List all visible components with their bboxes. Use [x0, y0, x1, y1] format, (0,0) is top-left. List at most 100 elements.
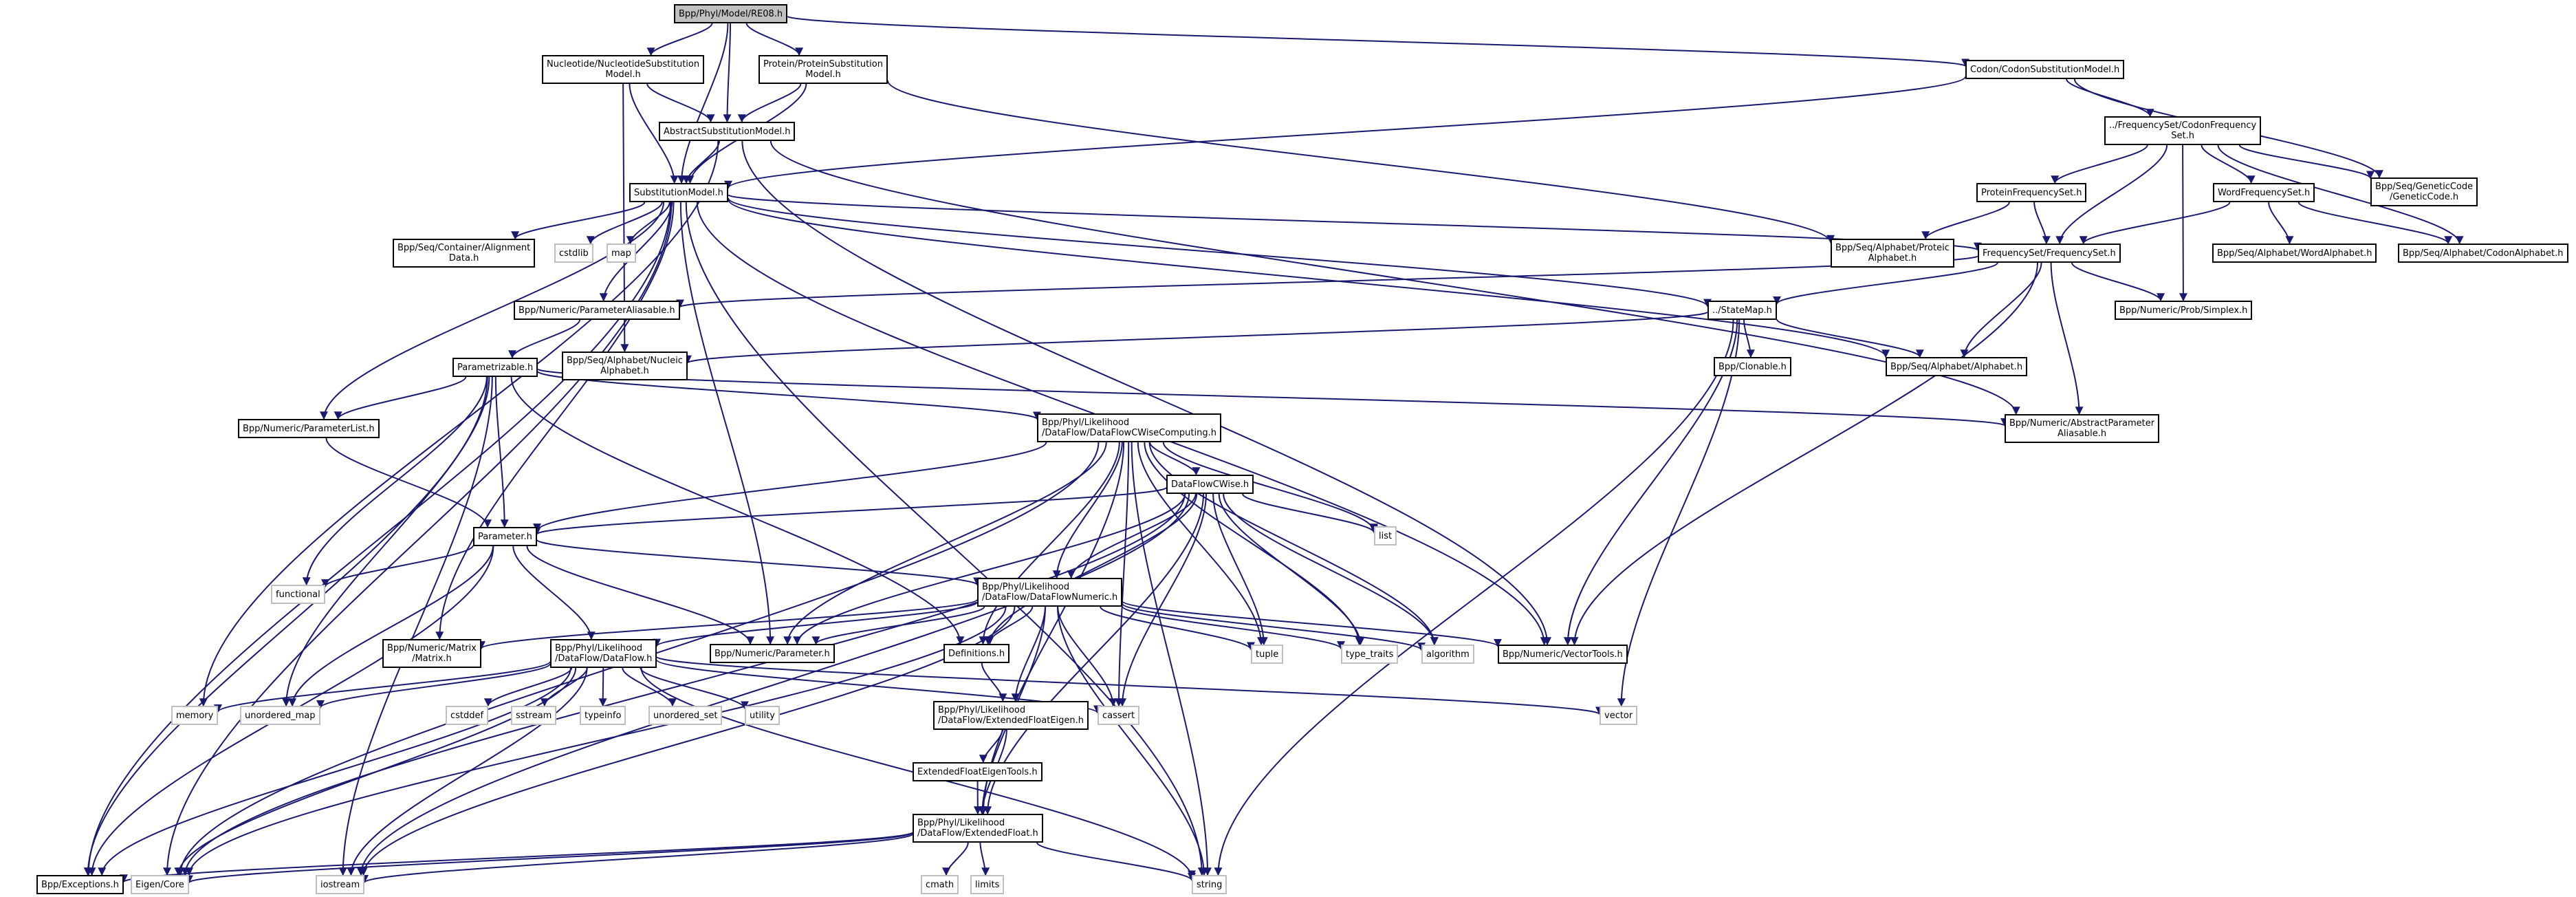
node-word-frequency-set[interactable]: WordFrequencySet.h — [2213, 183, 2315, 202]
node-simplex[interactable]: Bpp/Numeric/Prob/Simplex.h — [2115, 301, 2253, 320]
node-eigen-core[interactable]: Eigen/Core — [131, 875, 189, 894]
node-cstdlib[interactable]: cstdlib — [554, 244, 593, 263]
node-type-traits[interactable]: type_traits — [1341, 645, 1399, 664]
node-parameter[interactable]: Parameter.h — [473, 527, 537, 546]
node-alphabet[interactable]: Bpp/Seq/Alphabet/Alphabet.h — [1886, 357, 2028, 376]
node-numeric-parameter[interactable]: Bpp/Numeric/Parameter.h — [710, 644, 835, 663]
edge-dataflow-to-memory — [214, 660, 551, 713]
node-word-alphabet[interactable]: Bpp/Seq/Alphabet/WordAlphabet.h — [2212, 244, 2377, 263]
node-parameter-list[interactable]: Bpp/Numeric/ParameterList.h — [238, 419, 380, 438]
node-parameter-aliasable[interactable]: Bpp/Numeric/ParameterAliasable.h — [514, 301, 680, 320]
node-definitions[interactable]: Definitions.h — [943, 644, 1010, 663]
node-codon-frequency-set[interactable]: ../FrequencySet/CodonFrequency Set.h — [2104, 116, 2262, 145]
node-extended-float-eigen-tools[interactable]: ExtendedFloatEigenTools.h — [913, 762, 1043, 781]
node-state-map[interactable]: ../StateMap.h — [1707, 301, 1777, 320]
edge-freqset-to-vectortools — [1570, 262, 2039, 646]
edge-dfcwc-to-numparam — [783, 442, 1107, 645]
node-extended-float-eigen[interactable]: Bpp/Phyl/Likelihood /DataFlow/ExtendedFl… — [933, 701, 1089, 730]
edge-dfnumeric-to-efeigen — [1011, 606, 1046, 702]
edge-subm-to-alphabet — [728, 199, 1890, 358]
node-algorithm[interactable]: algorithm — [1421, 645, 1474, 664]
node-frequency-set[interactable]: FrequencySet/FrequencySet.h — [1978, 244, 2121, 263]
edge-paramalias-to-parametrizable — [508, 319, 581, 359]
edge-parametrizable-to-unordered_map — [282, 376, 490, 707]
node-abstract-substitution-model[interactable]: AbstractSubstitutionModel.h — [659, 122, 796, 141]
node-dataflow-numeric[interactable]: Bpp/Phyl/Likelihood /DataFlow/DataFlowNu… — [977, 578, 1123, 607]
edge-extfloat-to-eigencore — [185, 832, 913, 884]
edge-parameter-to-dfnumeric — [536, 539, 981, 586]
edge-dfcwise-to-list — [1242, 493, 1378, 534]
node-vector-tools[interactable]: Bpp/Numeric/VectorTools.h — [1498, 645, 1628, 664]
edge-statemap-to-string — [1214, 319, 1734, 876]
node-utility[interactable]: utility — [745, 706, 780, 725]
edge-dfnumeric-to-tuple — [1100, 606, 1255, 651]
edge-statemap-to-nucleic — [684, 311, 1708, 364]
edge-protfreq-to-freqset — [2033, 202, 2051, 245]
edge-efeigen-to-efeigentools — [979, 729, 1003, 764]
node-dataflow-cwise-computing[interactable]: Bpp/Phyl/Likelihood /DataFlow/DataFlowCW… — [1037, 413, 1221, 442]
edge-parametrizable-to-paramlist — [334, 376, 467, 420]
edge-subm-to-eigencore — [163, 202, 673, 876]
node-list[interactable]: list — [1374, 526, 1397, 545]
node-typeinfo[interactable]: typeinfo — [580, 706, 626, 725]
edge-dfnumeric-to-matrix — [477, 598, 978, 650]
edge-nucsub-to-abssub — [646, 83, 715, 123]
edge-dfcwc-to-cassert — [1115, 442, 1130, 707]
node-memory[interactable]: memory — [171, 706, 219, 725]
edge-dfnumeric-to-algorithm — [1122, 603, 1426, 651]
node-re08-root[interactable]: Bpp/Phyl/Model/RE08.h — [674, 4, 788, 23]
node-alignment-data[interactable]: Bpp/Seq/Container/Alignment Data.h — [393, 239, 536, 268]
node-exceptions[interactable]: Bpp/Exceptions.h — [36, 875, 124, 894]
edge-dataflow-to-exceptions — [98, 667, 571, 876]
node-codon-alphabet[interactable]: Bpp/Seq/Alphabet/CodonAlphabet.h — [2398, 244, 2568, 263]
node-functional[interactable]: functional — [271, 585, 325, 604]
edge-freqset-to-alphabet — [1960, 262, 2042, 358]
node-protein-substitution-model[interactable]: Protein/ProteinSubstitution Model.h — [758, 55, 888, 84]
node-cstddef[interactable]: cstddef — [446, 706, 489, 725]
edge-parameter-to-functional — [321, 545, 474, 588]
edge-subm-to-exceptions — [84, 202, 671, 876]
node-map[interactable]: map — [607, 244, 636, 263]
node-tuple[interactable]: tuple — [1251, 645, 1284, 664]
node-nucleotide-substitution-model[interactable]: Nucleotide/NucleotideSubstitution Model.… — [542, 55, 705, 84]
node-extended-float[interactable]: Bpp/Phyl/Likelihood /DataFlow/ExtendedFl… — [913, 814, 1043, 843]
edge-dataflow-to-unordered_map — [316, 662, 551, 709]
node-limits[interactable]: limits — [970, 875, 1005, 894]
node-proteic-alphabet[interactable]: Bpp/Seq/Alphabet/Proteic Alphabet.h — [1831, 239, 1954, 268]
node-cmath[interactable]: cmath — [921, 875, 959, 894]
node-clonable[interactable]: Bpp/Clonable.h — [1714, 357, 1791, 376]
edge-codonfreq-to-protfreq — [2051, 144, 2148, 184]
node-protein-frequency-set[interactable]: ProteinFrequencySet.h — [1976, 183, 2087, 202]
node-unordered-set[interactable]: unordered_set — [648, 706, 723, 725]
edge-dfcwc-to-list — [1162, 442, 1378, 532]
edge-subm-to-statemap — [728, 197, 1712, 307]
edge-dfcwise-to-parameter — [533, 486, 1167, 535]
node-substitution-model[interactable]: SubstitutionModel.h — [629, 183, 728, 202]
node-cassert[interactable]: cassert — [1098, 706, 1140, 725]
node-parametrizable[interactable]: Parametrizable.h — [452, 358, 538, 377]
node-unordered-map[interactable]: unordered_map — [240, 706, 320, 725]
edge-subm-to-map — [626, 202, 670, 245]
edge-re08-to-codonsub — [787, 15, 1969, 67]
edge-subm-to-matrix — [435, 202, 675, 640]
node-dataflow-cwise[interactable]: DataFlowCWise.h — [1166, 475, 1254, 494]
edge-parametrizable-to-iostream — [338, 376, 493, 876]
edge-subm-to-cstdlib — [586, 202, 663, 245]
node-abstract-parameter-aliasable[interactable]: Bpp/Numeric/AbstractParameter Aliasable.… — [2005, 414, 2160, 443]
node-genetic-code[interactable]: Bpp/Seq/GeneticCode /GeneticCode.h — [2370, 177, 2478, 206]
edge-re08-to-nucsub — [646, 23, 713, 56]
node-string[interactable]: string — [1192, 875, 1227, 894]
node-matrix[interactable]: Bpp/Numeric/Matrix /Matrix.h — [382, 639, 481, 668]
node-iostream[interactable]: iostream — [316, 875, 365, 894]
edge-subm-to-alignment — [511, 202, 646, 240]
edge-parametrizable-to-functional — [302, 376, 488, 586]
edge-extfloat-to-limits — [979, 842, 990, 876]
edge-codonsub-to-subm — [724, 76, 1966, 189]
node-sstream[interactable]: sstream — [511, 706, 557, 725]
edge-dfnumeric-to-type_traits — [1122, 605, 1345, 650]
node-dataflow[interactable]: Bpp/Phyl/Likelihood /DataFlow/DataFlow.h — [550, 639, 657, 668]
node-codon-substitution-model[interactable]: Codon/CodonSubstitutionModel.h — [1965, 60, 2125, 79]
node-nucleic-alphabet[interactable]: Bpp/Seq/Alphabet/Nucleic Alphabet.h — [562, 352, 688, 380]
node-vector[interactable]: vector — [1600, 706, 1638, 725]
edge-statemap-to-vectortools — [1563, 319, 1738, 646]
